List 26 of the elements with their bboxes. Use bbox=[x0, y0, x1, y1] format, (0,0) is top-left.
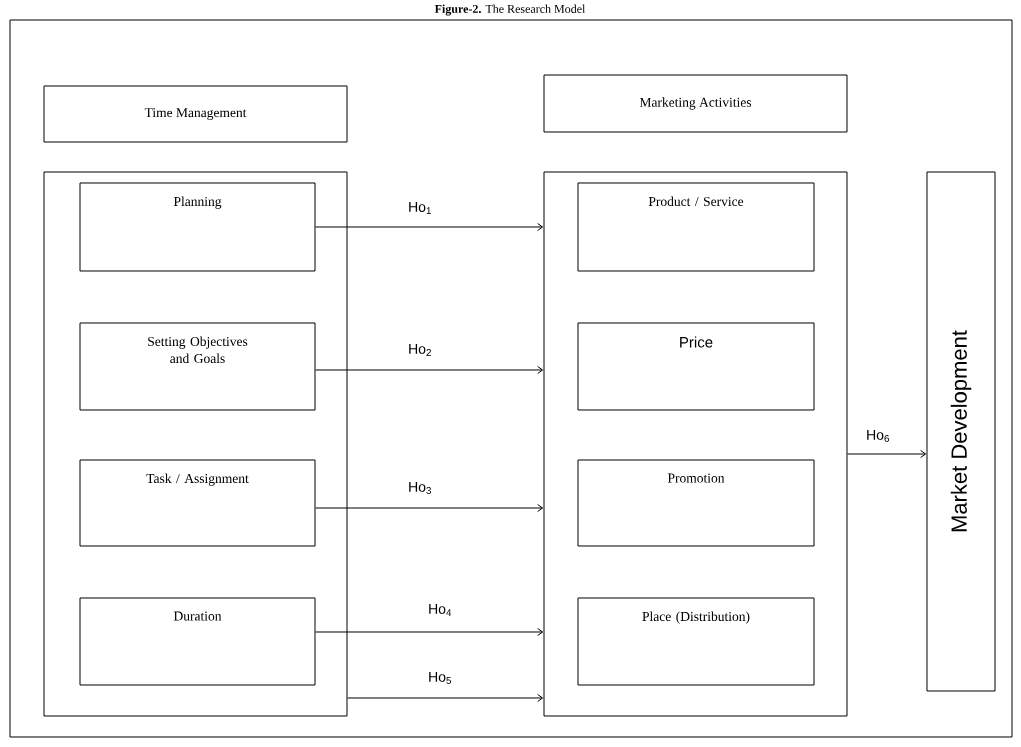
edge-label: Ho$_{6}$ bbox=[867, 430, 889, 442]
arrow bbox=[315, 366, 544, 374]
arrow bbox=[315, 223, 544, 231]
factor-box: Planning bbox=[79, 182, 316, 272]
edge-label: Ho$_{5}$ bbox=[429, 672, 451, 684]
factor-box: Duration bbox=[79, 597, 316, 686]
factor-box: Price bbox=[577, 322, 815, 411]
factor-box: Task / Assignment bbox=[79, 459, 316, 547]
edge-label: Ho$_{4}$ bbox=[429, 604, 452, 616]
figure-title: Figure-2. The Research Model bbox=[434, 4, 586, 16]
arrow bbox=[315, 628, 544, 636]
arrow bbox=[315, 504, 544, 512]
edge-label: Ho$_{3}$ bbox=[409, 482, 431, 494]
empty-box bbox=[43, 171, 348, 717]
edge-label: Ho$_{1}$ bbox=[409, 202, 431, 214]
factor-box: Place (Distribution) bbox=[577, 597, 815, 686]
heading-box: Marketing Activities bbox=[543, 74, 848, 133]
factor-box: Product / Service bbox=[577, 182, 815, 272]
arrow bbox=[847, 450, 927, 458]
edge-label: Ho$_{2}$ bbox=[409, 344, 431, 356]
factor-box: Promotion bbox=[577, 459, 815, 547]
rotated-label-box: Market Development bbox=[926, 171, 996, 692]
factor-box: Setting Objectives and Goals bbox=[79, 322, 316, 411]
heading-box: Time Management bbox=[43, 85, 348, 143]
empty-box bbox=[543, 171, 848, 717]
arrow bbox=[347, 694, 544, 702]
